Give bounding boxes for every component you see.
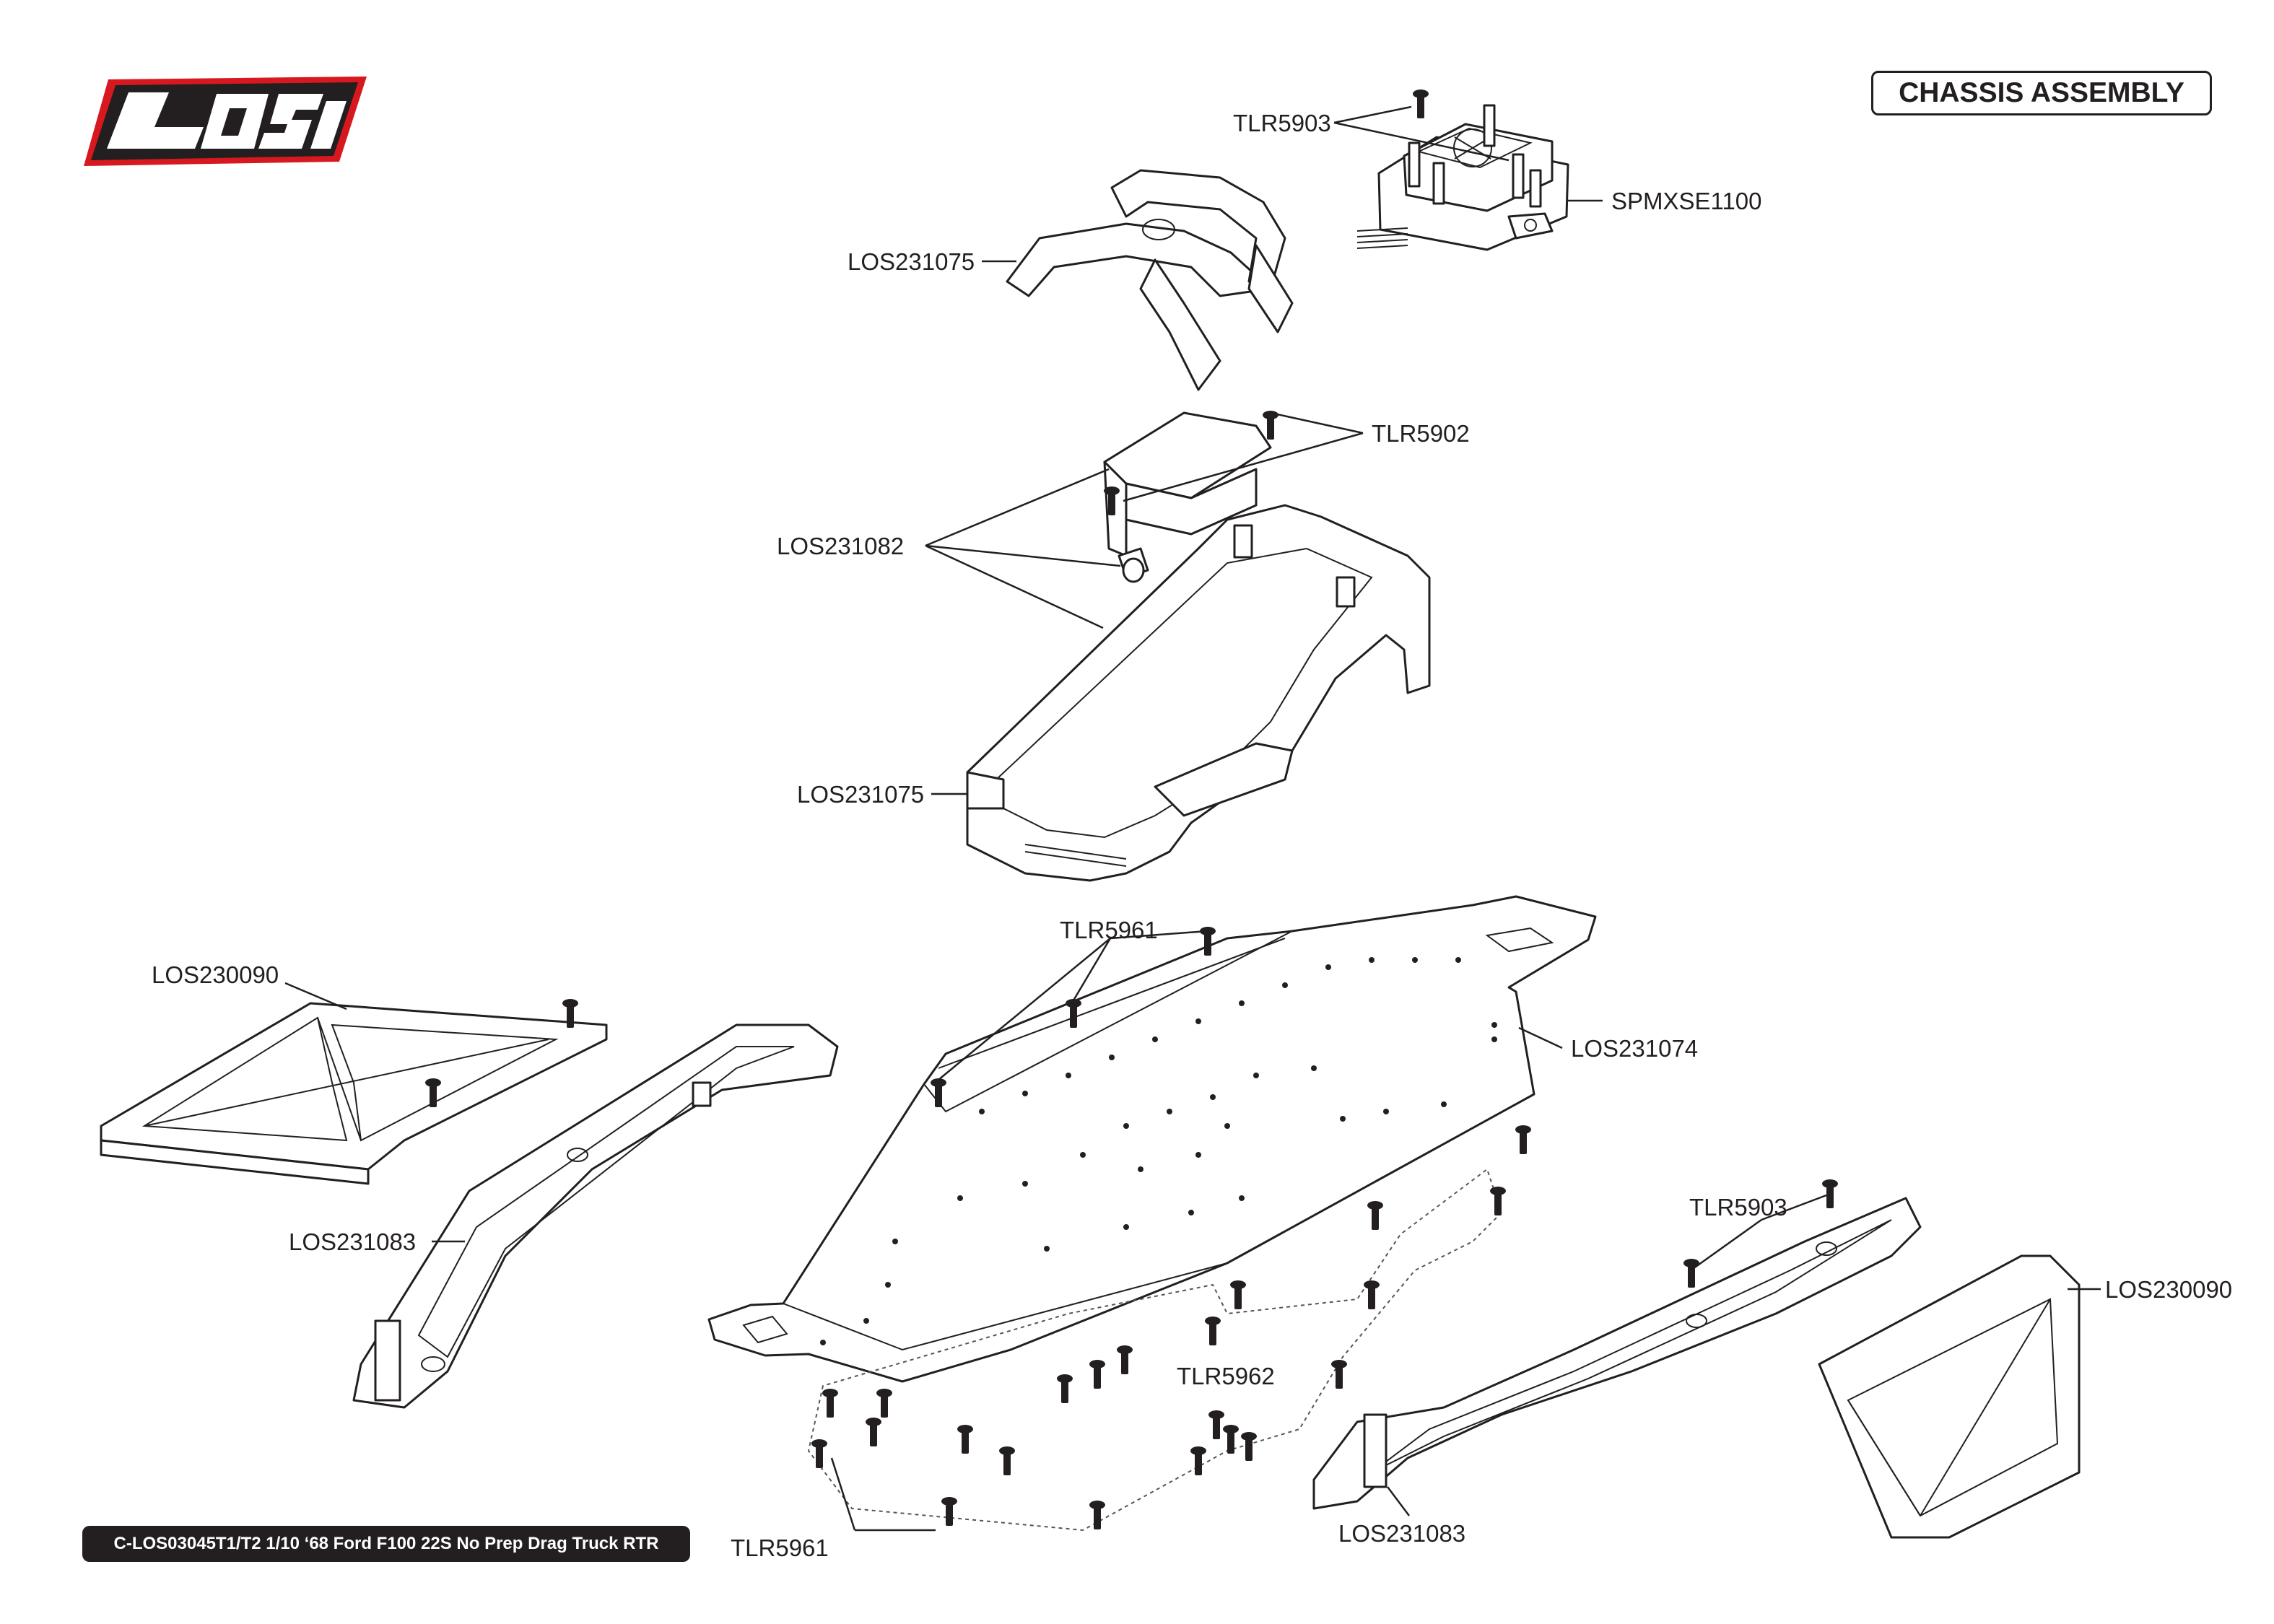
side-rail-los231083-left xyxy=(352,1023,839,1409)
label-tlr5903-top: TLR5903 xyxy=(1233,110,1331,136)
label-tlr5902: TLR5902 xyxy=(1372,420,1470,447)
rear-brace-los230090-right xyxy=(1818,1254,2081,1539)
esc-wire-leads xyxy=(1356,227,1408,249)
losi-logo xyxy=(84,77,367,166)
label-los231082: LOS231082 xyxy=(777,533,904,559)
label-los231074: LOS231074 xyxy=(1571,1035,1698,1062)
battery-tray-los231075 xyxy=(966,504,1431,882)
label-los231075-tray: LOS231075 xyxy=(797,781,924,808)
leader-lines xyxy=(284,105,2101,1532)
label-los231083-right: LOS231083 xyxy=(1338,1520,1465,1547)
battery-strap-los231075 xyxy=(1006,169,1294,391)
footer-product-code: C-LOS03045T1/T2 1/10 ‘68 Ford F100 22S N… xyxy=(82,1526,690,1562)
label-tlr5903-right: TLR5903 xyxy=(1689,1194,1787,1221)
label-los230090-right: LOS230090 xyxy=(2105,1276,2232,1303)
label-spmxse1100: SPMXSE1100 xyxy=(1611,188,1762,214)
label-los231083-left: LOS231083 xyxy=(289,1228,416,1255)
plate-holes xyxy=(820,957,1497,1345)
label-los231075-top: LOS231075 xyxy=(848,248,975,275)
side-rail-los231083-right xyxy=(1312,1197,1922,1510)
label-tlr5961-top: TLR5961 xyxy=(1060,917,1158,943)
label-los230090-left: LOS230090 xyxy=(152,961,279,988)
label-tlr5961-bottom: TLR5961 xyxy=(731,1534,829,1561)
rear-brace-los230090-left xyxy=(100,1002,608,1185)
esc-spmxse1100 xyxy=(1356,90,1569,251)
chassis-plate-los231074 xyxy=(707,895,1597,1532)
battery-cover-los231082 xyxy=(1103,411,1272,583)
page-title: CHASSIS ASSEMBLY xyxy=(1871,71,2212,115)
label-tlr5962: TLR5962 xyxy=(1177,1363,1275,1389)
